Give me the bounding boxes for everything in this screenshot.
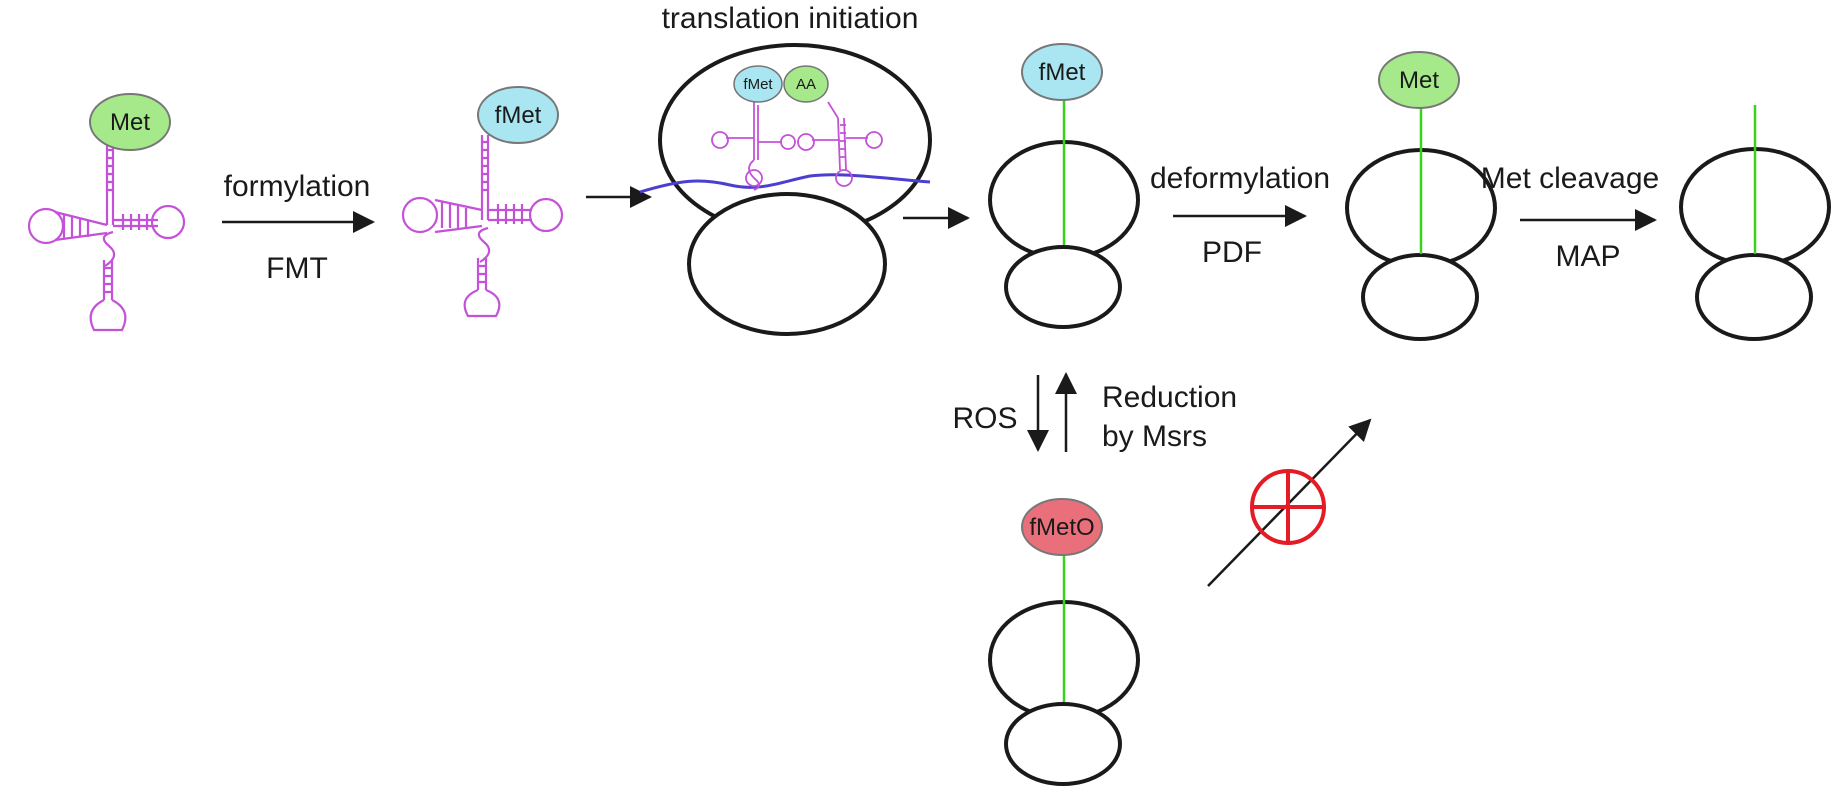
trna-fmet-small-icon <box>711 100 796 191</box>
ribosome-fmet: fMet <box>988 43 1140 329</box>
met-blob <box>89 93 171 151</box>
met-label: Met <box>110 109 150 136</box>
fmeto-label: fMetO <box>1029 514 1094 541</box>
trna-aa-small-icon <box>797 101 883 187</box>
ribosome-met: Met <box>1345 51 1497 341</box>
small-subunit <box>1004 245 1122 329</box>
oxidation-reduction: ROS Reduction by Msrs <box>952 372 1237 453</box>
ribosome-fmeto: fMetO <box>988 498 1140 786</box>
initiation-title: translation initiation <box>662 2 919 35</box>
fmeto-blob <box>1021 498 1103 556</box>
ribosome-cleaved <box>1679 105 1831 341</box>
reduction-label-line2: by Msrs <box>1102 420 1207 453</box>
fmet-blob <box>1021 43 1103 101</box>
fmet-label: fMet <box>1039 59 1086 86</box>
small-subunit <box>1361 253 1479 341</box>
formylation-label: formylation <box>224 170 371 203</box>
pdf-label: PDF <box>1202 236 1262 269</box>
formylation-step: formylation FMT <box>222 170 375 285</box>
blocked-deformylation <box>1207 418 1372 587</box>
aa-site-label: AA <box>796 76 816 93</box>
fmt-label: FMT <box>266 252 328 285</box>
met-cleavage-label: Met cleavage <box>1481 162 1659 195</box>
trna-fmet: fMet <box>401 86 564 318</box>
ros-label: ROS <box>952 402 1017 435</box>
small-subunit <box>687 192 887 336</box>
mrna-strand <box>639 173 931 194</box>
deformylation-step: deformylation PDF <box>1150 162 1330 269</box>
met-blob <box>1378 51 1460 109</box>
fmet-site-blob <box>733 65 783 103</box>
fmet-blob <box>477 86 559 144</box>
fmet-site-label: fMet <box>743 76 773 93</box>
trna-met: Met <box>27 93 186 332</box>
trna-cloverleaf-icon <box>27 145 186 332</box>
met-cleavage-step: Met cleavage MAP <box>1481 162 1659 273</box>
initiation-complex: translation initiation fMet <box>639 2 932 336</box>
reduction-label-line1: Reduction <box>1102 381 1237 414</box>
fmet-label: fMet <box>495 102 542 129</box>
small-subunit <box>1004 702 1122 786</box>
met-label: Met <box>1399 67 1439 94</box>
small-subunit <box>1695 253 1813 341</box>
deformylation-label: deformylation <box>1150 162 1330 195</box>
aa-site-blob <box>783 65 829 103</box>
inhibition-icon <box>1250 469 1326 545</box>
map-label: MAP <box>1555 240 1620 273</box>
trna-cloverleaf-icon <box>401 135 564 318</box>
